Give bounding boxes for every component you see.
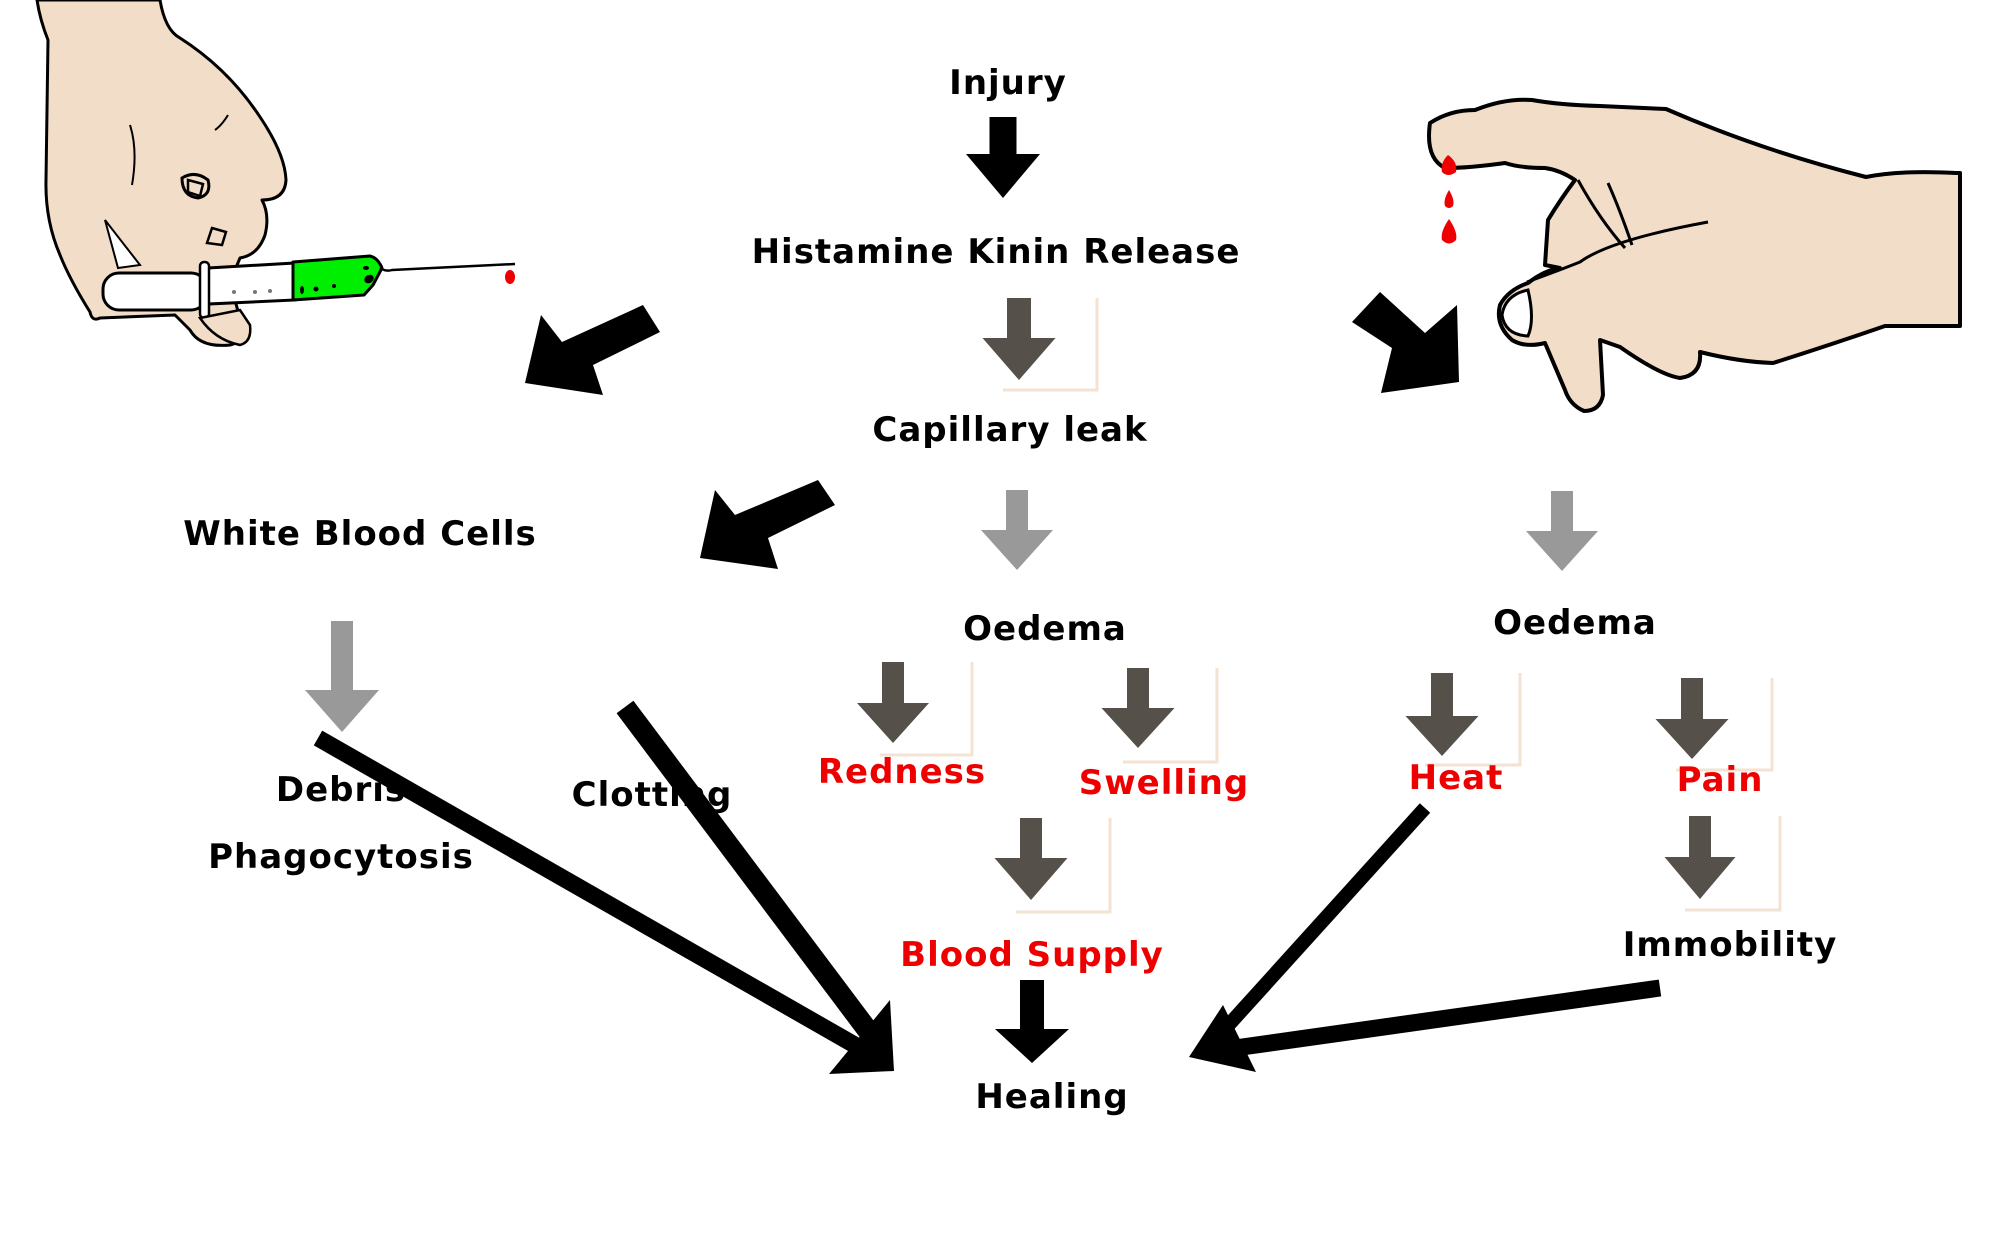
blood-drop [1441,219,1457,244]
arrow-immobility-to-healing [1233,979,1662,1057]
arrow-frame [880,662,974,757]
arrow-debris-to-healing [313,730,865,1056]
syringe-mark [232,290,236,294]
left-hand-fingernail [186,178,205,198]
syringe-needle [379,262,516,272]
fingertip-blood [1441,155,1457,175]
node-pain: Pain [1676,760,1764,800]
node-capillary-leak: Capillary leak [872,410,1148,450]
arrow-blood-supply-to-healing [995,980,1069,1063]
node-swelling: Swelling [1078,763,1250,803]
node-clotting: Clotting [571,775,733,815]
arrow-heat-to-healing [1209,803,1431,1045]
arrow-capillary-to-oedema-left [981,490,1053,570]
arrow-oedema-to-swelling [1101,668,1175,748]
syringe-thumb [197,308,252,347]
arrow-frame [1003,298,1099,392]
syringe-mark [268,289,272,293]
syringe-bubble [300,286,304,294]
syringe-plunger [101,271,209,312]
needle-blood-drop [505,270,515,284]
syringe-hand-illustration [35,0,516,347]
left-hand-crease [214,114,229,131]
node-injury: Injury [949,63,1067,103]
arrow-histamine-to-wbc [525,305,660,395]
left-hand-fingernail [205,226,228,247]
node-white-blood-cells: White Blood Cells [183,514,537,554]
node-phagocytosis: Phagocytosis [208,837,474,877]
syringe-bubble [313,286,319,292]
arrow-frame [1425,673,1522,767]
node-heat: Heat [1408,758,1504,798]
arrow-capillary-to-clotting [700,480,835,569]
syringe-mark [253,290,257,294]
node-immobility: Immobility [1622,925,1838,965]
arrows-layer [305,117,1782,1074]
arrow-swelling-to-blood-supply [994,818,1068,900]
node-healing: Healing [975,1077,1129,1117]
right-hand-crease [1576,179,1627,249]
syringe-barrel [206,261,297,306]
right-hand-thumb-nail [1500,288,1533,338]
node-debris: Debris [275,770,407,810]
arrow-oedema-to-pain [1655,678,1729,759]
node-redness: Redness [817,752,987,792]
syringe-bubble [364,274,374,284]
node-oedema-right: Oedema [1493,603,1657,643]
arrow-oedema-to-heat [1405,673,1479,756]
arrow-pain-to-immobility [1664,816,1736,899]
arrowhead-right-healing [1189,1005,1256,1072]
arrow-frame [1676,678,1774,772]
right-hand-crease [1526,220,1709,284]
arrow-frame [1123,668,1219,764]
bleeding-finger-hand-illustration [1427,97,1962,413]
left-hand-gap [104,219,142,270]
arrow-frame [1016,818,1112,914]
arrowhead-left-healing [829,1000,894,1074]
arrow-histamine-to-oedema-right [1352,292,1459,393]
arrow-frame [1685,816,1782,912]
arrow-injury-to-histamine [966,117,1040,198]
blood-drop [1444,190,1454,208]
node-histamine-kinin-release: Histamine Kinin Release [751,232,1241,272]
arrow-oedema-to-redness [857,662,929,743]
arrow-to-oedema-right [1526,491,1598,571]
syringe-flange [198,260,211,320]
syringe-bubble [332,284,336,288]
right-hand-crease [1606,182,1634,246]
arrow-histamine-to-capillary [982,298,1056,380]
arrow-wbc-to-debris [305,621,379,732]
right-hand [1427,97,1962,413]
left-hand-crease [129,124,136,186]
node-blood-supply: Blood Supply [900,935,1164,975]
node-oedema-left: Oedema [963,609,1127,649]
syringe-bubble [363,266,369,270]
arrow-clotting-to-healing [616,700,884,1047]
